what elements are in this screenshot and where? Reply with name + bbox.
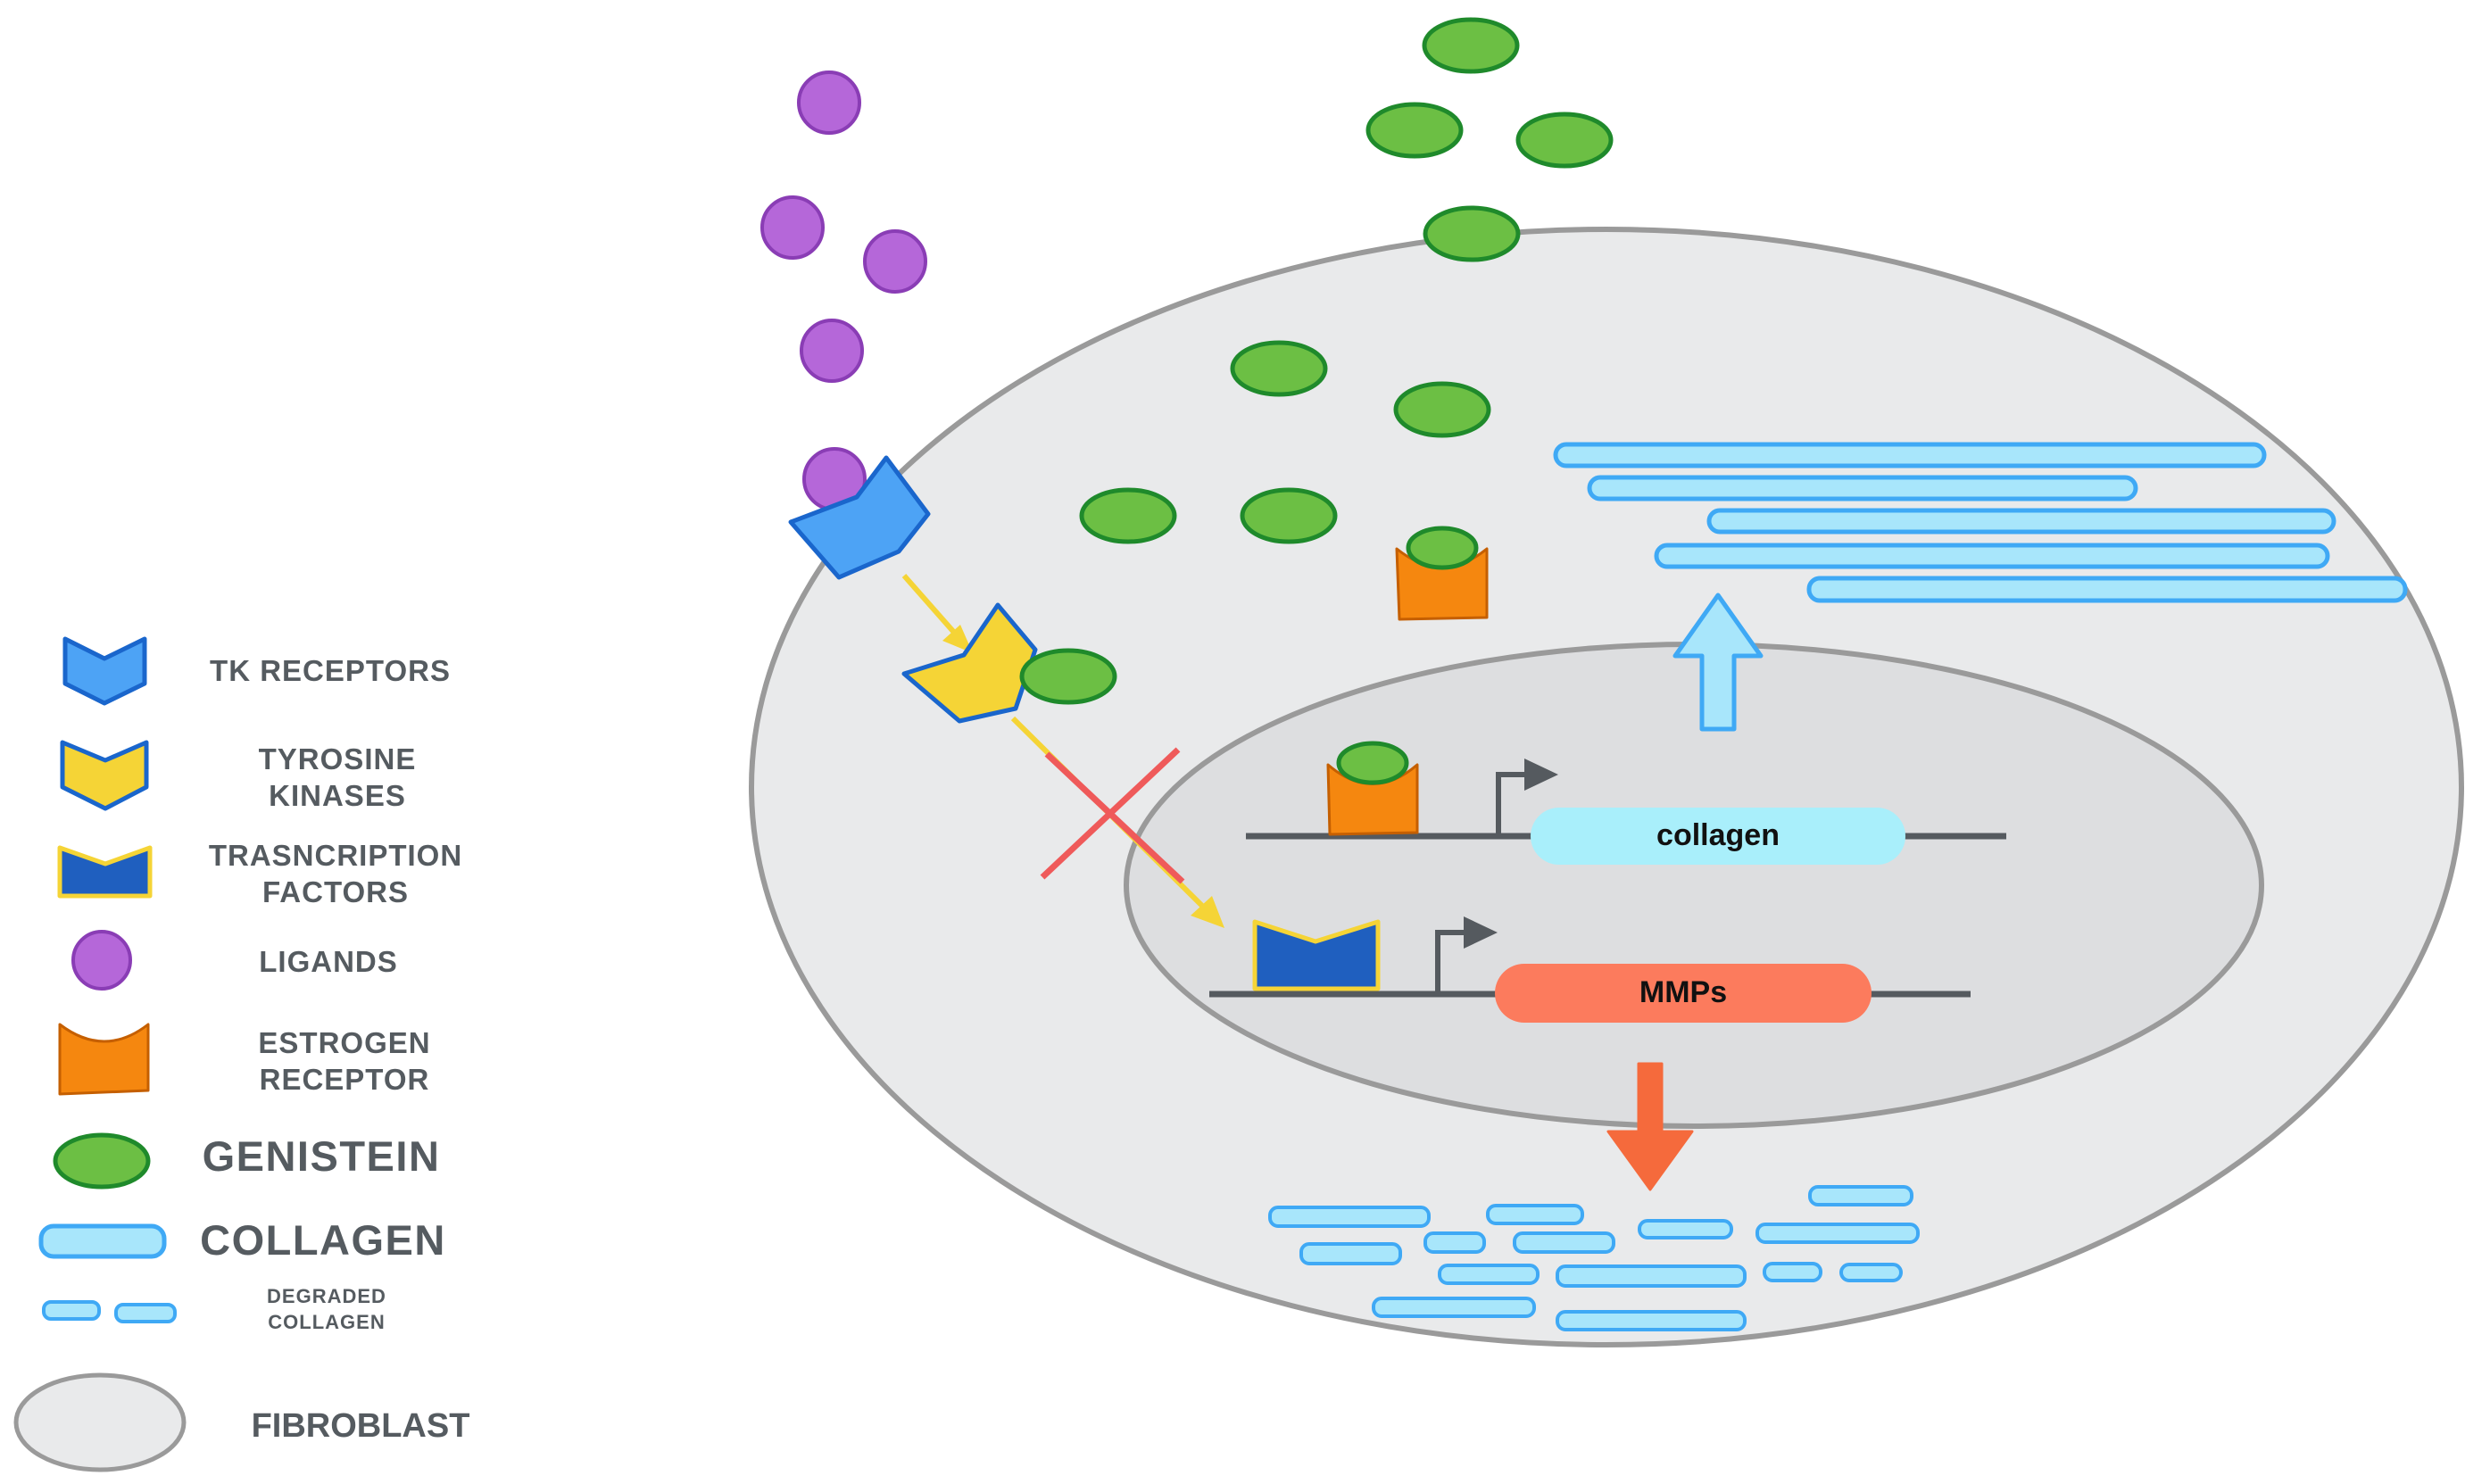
collagen-fiber (1587, 475, 2138, 502)
collagen-fibers (1553, 442, 2408, 603)
signal-arrow-2-head (1191, 896, 1224, 928)
ligand (800, 319, 864, 383)
genistein-molecules (1019, 17, 1614, 705)
legend-transcription-factors-label-1: TRASNCRIPTION (209, 839, 462, 872)
ligands (760, 70, 927, 511)
collagen-fiber (1806, 576, 2408, 603)
legend-estrogen-receptor-label-1: ESTROGEN (258, 1026, 430, 1059)
collagen-fiber (1654, 543, 2330, 569)
genistein (1079, 487, 1177, 544)
promoter-arrowhead-collagen (1524, 759, 1558, 791)
inhibition-cross-1 (1044, 751, 1185, 884)
tk-receptor (788, 455, 931, 580)
legend-degraded-collagen-icon-2 (114, 1303, 177, 1323)
legend-transcription-factor-icon (57, 845, 153, 899)
legend-degraded-collagen-icon-1 (42, 1300, 101, 1321)
degraded-collagen-fragment (1808, 1185, 1913, 1206)
promoter-arrow-collagen (1496, 772, 1528, 836)
inhibition-cross-2 (1040, 747, 1181, 880)
genistein-on-estrogen-receptor (1406, 526, 1479, 570)
signal-arrow-1-head (942, 625, 973, 653)
collagen-gene (1531, 808, 1905, 865)
legend-fibroblast-icon (13, 1372, 187, 1472)
degraded-collagen-fragment (1513, 1231, 1615, 1254)
degraded-collagen-fragment (1839, 1263, 1903, 1282)
mmp-degradation-arrow (1606, 1062, 1694, 1191)
degraded-collagen-fragment (1438, 1264, 1540, 1285)
genistein (1393, 381, 1491, 438)
legend-collagen-icon (38, 1223, 167, 1259)
mmps-gene (1495, 964, 1872, 1023)
genistein-on-nuclear-receptor (1336, 741, 1409, 785)
legend-degraded-collagen-label-2: COLLAGEN (268, 1311, 385, 1333)
degraded-collagen-fragment (1486, 1204, 1584, 1225)
tyrosine-kinase (901, 602, 1038, 724)
nucleus (1124, 642, 2264, 1129)
collagen-fiber (1706, 508, 2336, 535)
collagen-gene-label: collagen (1656, 818, 1780, 852)
genistein-on-kinase (1019, 648, 1117, 705)
ligand (863, 229, 927, 294)
degraded-collagen-fragment (1299, 1242, 1402, 1265)
degraded-collagen-fragment (1763, 1262, 1822, 1282)
legend-genistein-label: GENISTEIN (203, 1132, 441, 1180)
genistein (1515, 112, 1614, 169)
ligand (760, 195, 825, 260)
degraded-collagen-fragment (1755, 1223, 1920, 1244)
legend-degraded-collagen-label-1: DEGRADED (267, 1285, 386, 1307)
collagen-fiber (1553, 442, 2267, 468)
legend-tk-receptor-icon (62, 636, 147, 706)
legend-collagen-label: COLLAGEN (200, 1216, 446, 1264)
genistein (1423, 205, 1521, 262)
legend-ligands-label: LIGANDS (259, 945, 398, 978)
genistein (1422, 17, 1520, 74)
degraded-collagen-fragment (1556, 1264, 1747, 1288)
degraded-collagen (1268, 1185, 1920, 1331)
legend-tyrosine-kinases-label-1: TYROSINE (259, 742, 417, 775)
legend-genistein-icon (53, 1132, 151, 1190)
degraded-collagen-fragment (1268, 1206, 1431, 1228)
legend-estrogen-receptor-label-2: RECEPTOR (260, 1063, 430, 1096)
legend-tyrosine-kinases-label-2: KINASES (269, 779, 406, 812)
genistein (1365, 102, 1464, 159)
promoter-arrow-mmps (1435, 930, 1467, 994)
signal-arrow-1 (901, 574, 959, 637)
legend-transcription-factors-label-2: FACTORS (262, 875, 409, 908)
legend-tyrosine-kinase-icon (60, 740, 149, 811)
transcription-factor (1252, 919, 1381, 991)
genistein (1230, 340, 1328, 397)
legend-estrogen-receptor-icon (58, 1023, 150, 1096)
legend-tk-receptors-label: TK RECEPTORS (210, 654, 451, 687)
degraded-collagen-fragment (1423, 1231, 1486, 1254)
degraded-collagen-fragment (1372, 1297, 1536, 1318)
degraded-collagen-fragment (1638, 1219, 1733, 1239)
collagen-synthesis-arrow (1672, 593, 1764, 732)
legend-fibroblast-label: FIBROBLAST (252, 1407, 470, 1445)
mmps-gene-label: MMPs (1639, 975, 1727, 1009)
genistein (1240, 487, 1338, 544)
ligand (797, 70, 861, 135)
legend: TK RECEPTORS TYROSINE KINASES TRASNCRIPT… (13, 636, 470, 1472)
degraded-collagen-fragment (1556, 1310, 1747, 1331)
legend-ligand-icon (71, 930, 132, 991)
promoter-arrowhead-mmps (1464, 916, 1498, 949)
